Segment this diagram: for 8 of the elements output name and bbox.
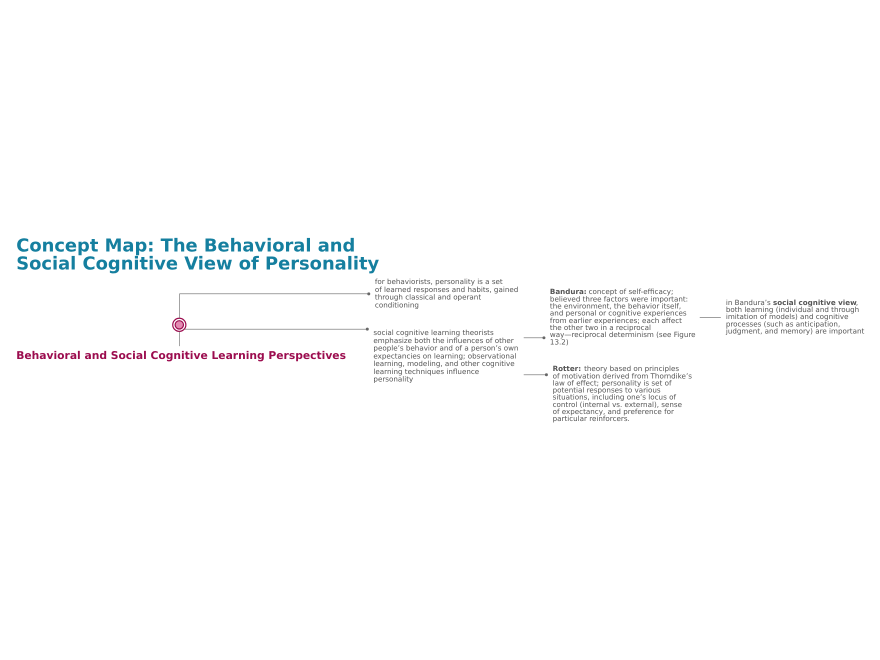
node-text: Behavioral and Social Cognitive Learning Perspectives [16, 348, 346, 362]
connector [178, 292, 370, 318]
connector [522, 372, 548, 376]
connector [698, 316, 721, 318]
connector [184, 327, 368, 330]
diagram-title: Concept Map: The Behavioral and Social Cognitive View of Personality [16, 234, 379, 274]
connector [522, 336, 545, 339]
connector [178, 330, 180, 346]
